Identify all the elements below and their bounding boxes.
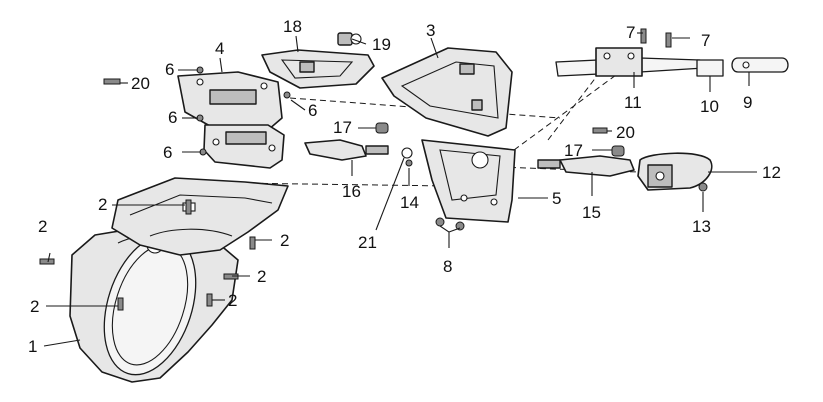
callout-2: 2 xyxy=(228,291,237,310)
hardware-fasteners xyxy=(39,28,708,311)
callout-16: 16 xyxy=(342,182,361,201)
callout-3: 3 xyxy=(426,21,435,40)
callout-2: 2 xyxy=(280,231,289,250)
callout-2: 2 xyxy=(257,267,266,286)
part-tail-lamp-housing xyxy=(381,47,513,137)
part-mounting-bar xyxy=(555,47,705,77)
callout-17: 17 xyxy=(333,118,352,137)
callout-7: 7 xyxy=(626,23,635,42)
callout-17: 17 xyxy=(564,141,583,160)
callout-4: 4 xyxy=(215,39,224,58)
leader-lines xyxy=(43,32,757,347)
part-inner-fender-tray xyxy=(111,177,289,256)
callout-20: 20 xyxy=(616,123,635,142)
callout-2: 2 xyxy=(30,297,39,316)
callout-12: 12 xyxy=(762,163,781,182)
part-rear-bracket xyxy=(203,124,285,169)
callout-7: 7 xyxy=(701,31,710,50)
callout-21: 21 xyxy=(358,233,377,252)
part-cover-plate-4 xyxy=(177,71,283,131)
callout-9: 9 xyxy=(743,93,752,112)
part-rear-light-unit xyxy=(637,152,713,191)
callout-10: 10 xyxy=(700,97,719,116)
callout-5: 5 xyxy=(552,189,561,208)
callout-19: 19 xyxy=(372,35,391,54)
callout-6: 6 xyxy=(163,143,172,162)
callout-18: 18 xyxy=(283,17,302,36)
part-clip xyxy=(696,59,724,77)
callout-13: 13 xyxy=(692,217,711,236)
part-bulb-socket xyxy=(337,32,362,46)
callout-14: 14 xyxy=(400,193,419,212)
callout-6: 6 xyxy=(168,108,177,127)
part-turn-signal-right xyxy=(537,155,635,177)
callout-2: 2 xyxy=(98,195,107,214)
part-tail-lamp-lens xyxy=(261,49,375,89)
callout-20: 20 xyxy=(131,74,150,93)
callout-labels: 1 2 2 2 2 2 2 3 4 5 6 6 6 6 7 7 8 9 10 1… xyxy=(28,17,781,356)
callout-1: 1 xyxy=(28,337,37,356)
part-grommet-plate xyxy=(731,57,789,73)
callout-11: 11 xyxy=(624,93,642,112)
part-turn-signal-left xyxy=(304,139,389,161)
callout-6: 6 xyxy=(308,101,317,120)
callout-2: 2 xyxy=(38,217,47,236)
callout-15: 15 xyxy=(582,203,601,222)
callout-8: 8 xyxy=(443,257,452,276)
callout-6: 6 xyxy=(165,60,174,79)
part-license-bracket xyxy=(421,139,516,223)
